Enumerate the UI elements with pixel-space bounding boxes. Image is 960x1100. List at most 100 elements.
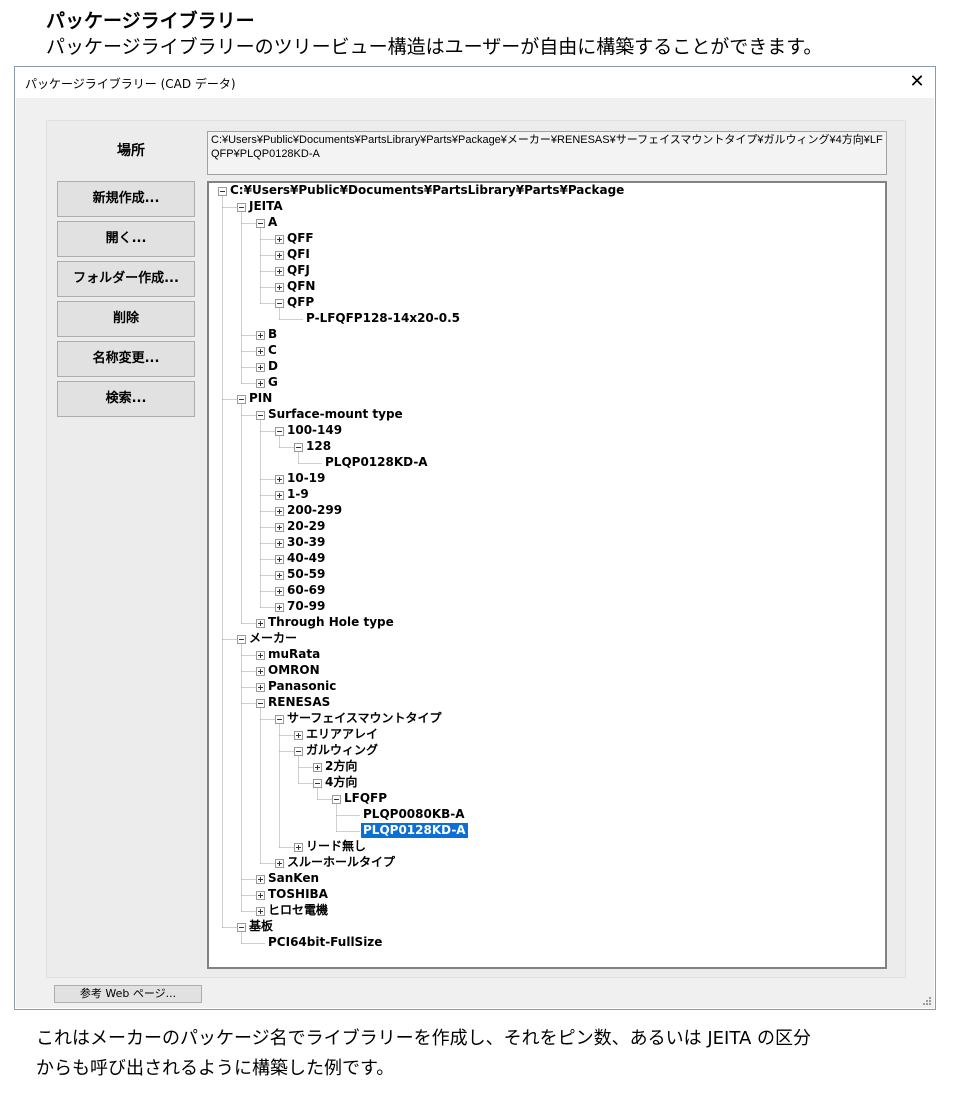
collapse-icon[interactable] — [237, 635, 246, 644]
expand-icon[interactable] — [313, 763, 322, 772]
tree-node[interactable]: QFF — [287, 231, 314, 245]
expand-icon[interactable] — [275, 555, 284, 564]
expand-icon[interactable] — [256, 875, 265, 884]
expand-icon[interactable] — [275, 491, 284, 500]
rename-button[interactable]: 名称変更... — [57, 341, 195, 377]
tree-node[interactable]: 128 — [306, 439, 332, 453]
reference-web-page-button[interactable]: 参考 Web ページ... — [54, 985, 202, 1003]
tree-node[interactable]: 100-149 — [287, 423, 343, 437]
tree-node[interactable]: リード無し — [306, 839, 367, 853]
collapse-icon[interactable] — [237, 395, 246, 404]
expand-icon[interactable] — [256, 667, 265, 676]
expand-icon[interactable] — [256, 619, 265, 628]
collapse-icon[interactable] — [275, 427, 284, 436]
expand-icon[interactable] — [275, 267, 284, 276]
tree-node[interactable]: C — [268, 343, 277, 357]
collapse-icon[interactable] — [237, 203, 246, 212]
search-button[interactable]: 検索... — [57, 381, 195, 417]
tree-node[interactable]: Through Hole type — [268, 615, 394, 629]
tree-node[interactable]: 70-99 — [287, 599, 326, 613]
collapse-icon[interactable] — [275, 715, 284, 724]
tree-node[interactable]: PIN — [249, 391, 273, 405]
tree-node[interactable]: QFN — [287, 279, 316, 293]
collapse-icon[interactable] — [275, 299, 284, 308]
tree-node[interactable]: D — [268, 359, 278, 373]
resize-grip-icon[interactable] — [920, 994, 932, 1006]
tree-node[interactable]: 1-9 — [287, 487, 309, 501]
expand-icon[interactable] — [275, 283, 284, 292]
expand-icon[interactable] — [256, 363, 265, 372]
expand-icon[interactable] — [256, 683, 265, 692]
tree-node[interactable]: PLQP0080KB-A — [363, 807, 465, 821]
tree-node[interactable]: muRata — [268, 647, 321, 661]
tree-node[interactable]: QFJ — [287, 263, 310, 277]
tree-node[interactable]: A — [268, 215, 278, 229]
collapse-icon[interactable] — [294, 443, 303, 452]
collapse-icon[interactable] — [332, 795, 341, 804]
tree-node[interactable]: 4方向 — [325, 775, 358, 789]
expand-icon[interactable] — [275, 571, 284, 580]
delete-button[interactable]: 削除 — [57, 301, 195, 337]
open-button[interactable]: 開く... — [57, 221, 195, 257]
close-button[interactable]: ✕ — [909, 71, 925, 92]
tree-node[interactable]: 基板 — [249, 919, 274, 933]
tree-node[interactable]: 20-29 — [287, 519, 326, 533]
expand-icon[interactable] — [275, 587, 284, 596]
tree-node[interactable]: サーフェイスマウントタイプ — [287, 711, 442, 725]
tree-node[interactable]: 30-39 — [287, 535, 326, 549]
tree-node[interactable]: LFQFP — [344, 791, 388, 805]
collapse-icon[interactable] — [256, 699, 265, 708]
expand-icon[interactable] — [275, 859, 284, 868]
tree-node[interactable]: QFP — [287, 295, 315, 309]
collapse-icon[interactable] — [218, 187, 227, 196]
tree-node[interactable]: B — [268, 327, 278, 341]
expand-icon[interactable] — [275, 603, 284, 612]
expand-icon[interactable] — [256, 347, 265, 356]
tree-node[interactable]: C:¥Users¥Public¥Documents¥PartsLibrary¥P… — [230, 183, 625, 197]
tree-node-selected[interactable]: PLQP0128KD-A — [361, 823, 468, 838]
expand-icon[interactable] — [275, 507, 284, 516]
tree-node[interactable]: 50-59 — [287, 567, 326, 581]
expand-icon[interactable] — [256, 331, 265, 340]
tree-node[interactable]: G — [268, 375, 278, 389]
tree-node[interactable]: メーカー — [249, 631, 298, 645]
tree-node[interactable]: 2方向 — [325, 759, 358, 773]
expand-icon[interactable] — [294, 731, 303, 740]
expand-icon[interactable] — [294, 843, 303, 852]
expand-icon[interactable] — [256, 907, 265, 916]
expand-icon[interactable] — [275, 475, 284, 484]
tree-node[interactable]: QFI — [287, 247, 310, 261]
tree-node[interactable]: Surface-mount type — [268, 407, 403, 421]
tree-node[interactable]: RENESAS — [268, 695, 331, 709]
tree-node[interactable]: JEITA — [249, 199, 283, 213]
collapse-icon[interactable] — [313, 779, 322, 788]
tree-node[interactable]: スルーホールタイプ — [287, 855, 396, 869]
create-folder-button[interactable]: フォルダー作成... — [57, 261, 195, 297]
tree-node[interactable]: 40-49 — [287, 551, 326, 565]
expand-icon[interactable] — [275, 539, 284, 548]
location-field[interactable]: C:¥Users¥Public¥Documents¥PartsLibrary¥P… — [207, 131, 887, 175]
expand-icon[interactable] — [256, 651, 265, 660]
tree-node[interactable]: Panasonic — [268, 679, 337, 693]
tree-node[interactable]: 60-69 — [287, 583, 326, 597]
tree-node[interactable]: PLQP0128KD-A — [325, 455, 428, 469]
tree-node[interactable]: ガルウィング — [306, 743, 379, 757]
tree-node[interactable]: 200-299 — [287, 503, 343, 517]
expand-icon[interactable] — [275, 251, 284, 260]
tree-node[interactable]: TOSHIBA — [268, 887, 328, 901]
tree-node[interactable]: PCI64bit-FullSize — [268, 935, 383, 949]
expand-icon[interactable] — [275, 235, 284, 244]
tree-node[interactable]: OMRON — [268, 663, 320, 677]
expand-icon[interactable] — [256, 891, 265, 900]
collapse-icon[interactable] — [237, 923, 246, 932]
tree-node[interactable]: SanKen — [268, 871, 320, 885]
collapse-icon[interactable] — [294, 747, 303, 756]
expand-icon[interactable] — [256, 379, 265, 388]
expand-icon[interactable] — [275, 523, 284, 532]
new-button[interactable]: 新規作成... — [57, 181, 195, 217]
tree-node[interactable]: P-LFQFP128-14x20-0.5 — [306, 311, 461, 325]
tree-node[interactable]: 10-19 — [287, 471, 326, 485]
tree-node[interactable]: エリアアレイ — [306, 727, 379, 741]
package-tree-view[interactable]: C:¥Users¥Public¥Documents¥PartsLibrary¥P… — [207, 181, 887, 969]
tree-node[interactable]: ヒロセ電機 — [268, 903, 329, 917]
